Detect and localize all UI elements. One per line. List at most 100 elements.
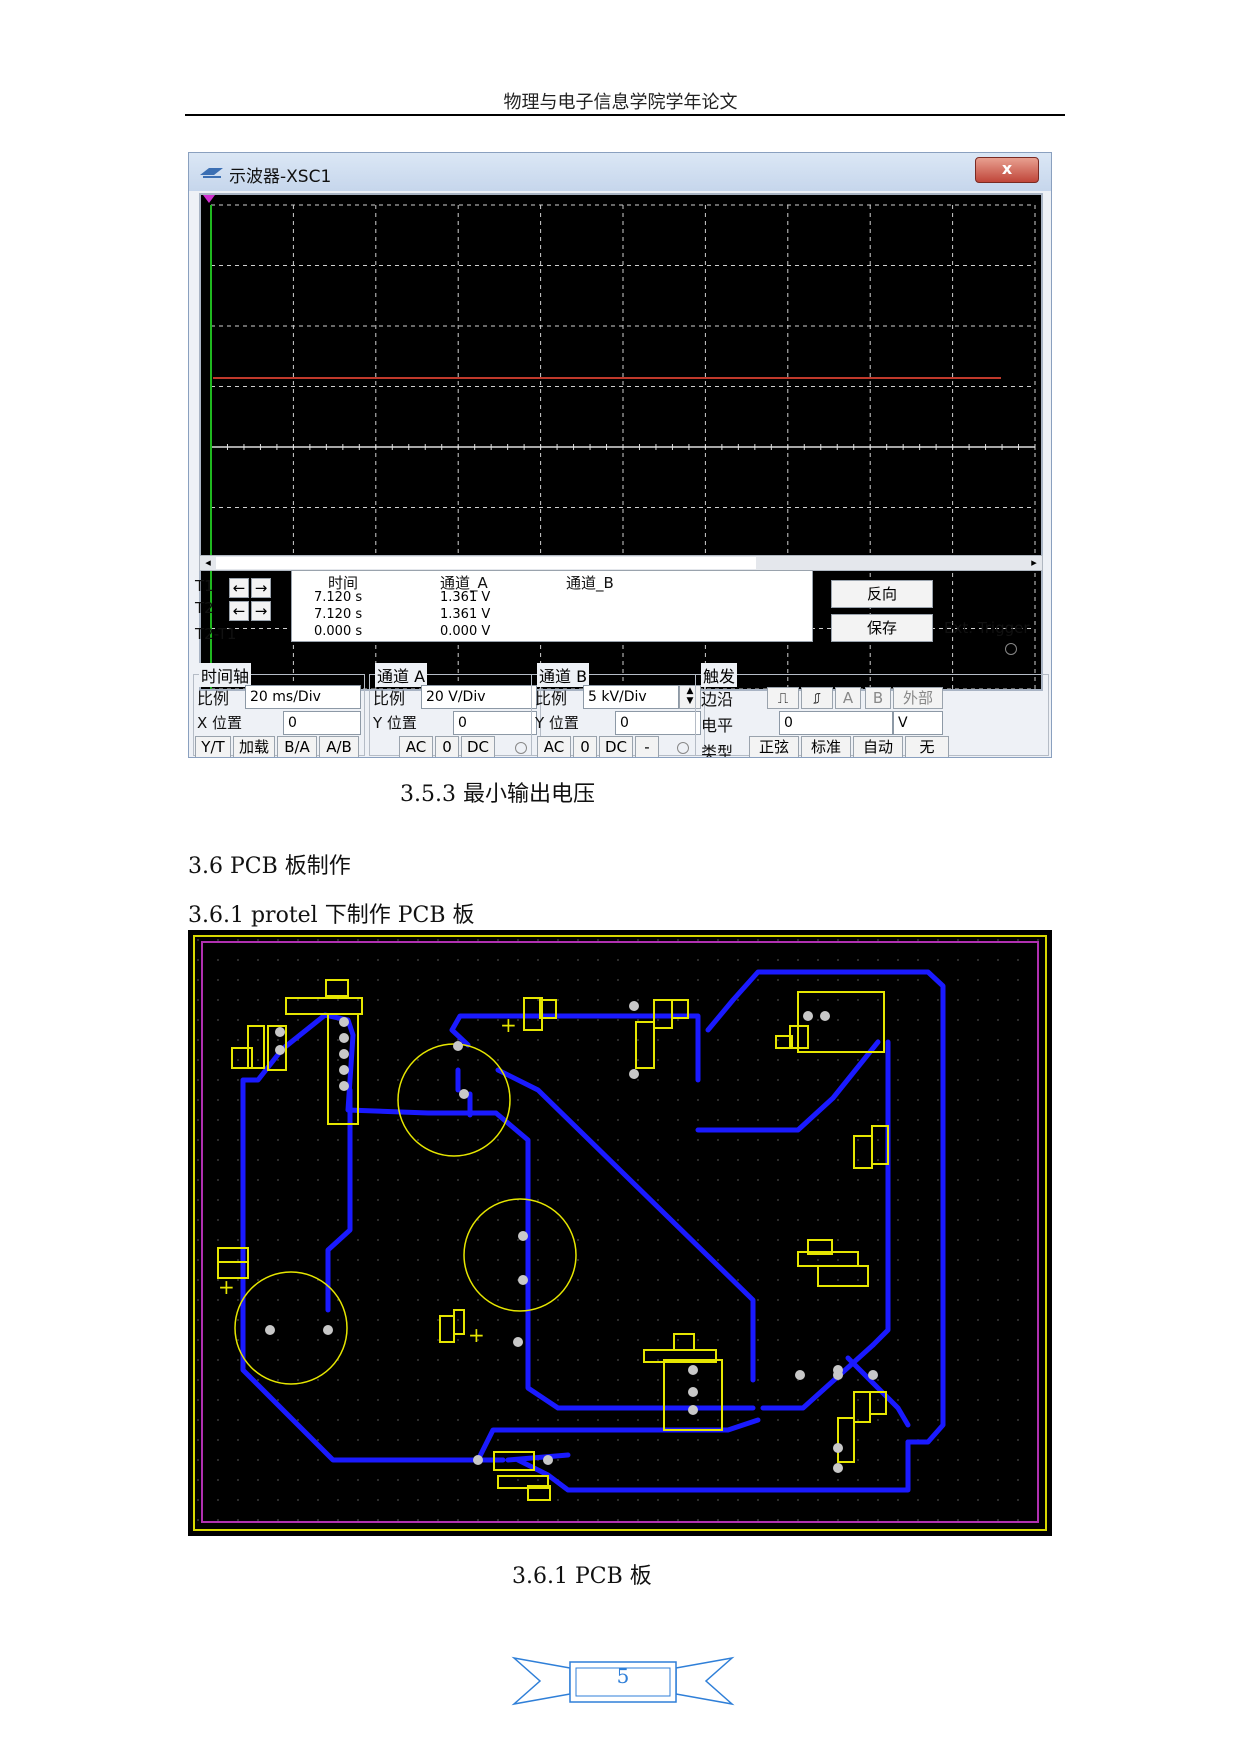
trigger-normal-button[interactable]: 标准 [801, 736, 851, 757]
pcb-pad [820, 1011, 830, 1021]
horizontal-scrollbar[interactable]: ◂ ▸ [199, 555, 1043, 571]
trigger-auto-button[interactable]: 自动 [853, 736, 903, 757]
pcb-pad [688, 1365, 698, 1375]
xpos-field[interactable]: 0 [283, 711, 361, 735]
ba-button[interactable]: B/A [277, 736, 317, 757]
component-silkscreen [217, 979, 889, 1501]
channel-b-scale-field[interactable]: 5 kV/Div [583, 685, 679, 709]
pcb-pad [629, 1001, 639, 1011]
channel-b-minus-button[interactable]: - [635, 736, 659, 757]
t1-right-arrow-icon[interactable]: → [251, 578, 271, 598]
board-outline [201, 941, 1039, 1523]
pcb-pad [833, 1443, 843, 1453]
polarity-plus-1: + [500, 1013, 517, 1037]
channel-b-zero-button[interactable]: 0 [573, 736, 597, 757]
pcb-pad [518, 1275, 528, 1285]
pcb-pad [513, 1337, 523, 1347]
channel-b-ypos-label: Y 位置 [535, 714, 579, 732]
t2-left-arrow-icon[interactable]: ← [229, 601, 249, 621]
board-keepout [193, 935, 1047, 1531]
scroll-thumb[interactable] [216, 557, 756, 569]
trigger-level-unit[interactable]: V [893, 711, 943, 735]
dt-channel-a: 0.000 V [440, 624, 491, 639]
save-button[interactable]: 保存 [831, 614, 933, 642]
pcb-pad [339, 1081, 349, 1091]
ext-trigger-radio[interactable] [1005, 643, 1017, 655]
ab-button[interactable]: A/B [319, 736, 359, 757]
pcb-pad [265, 1325, 275, 1335]
t2-right-arrow-icon[interactable]: → [251, 601, 271, 621]
scope-app-icon [200, 168, 223, 178]
pcb-pad [868, 1370, 878, 1380]
channel-a-scale-field[interactable]: 20 V/Div [421, 685, 537, 709]
channel-b-scale-label: 比例 [535, 689, 568, 708]
polarity-plus-2: + [218, 1275, 235, 1299]
pcb-pad [803, 1011, 813, 1021]
t1-left-arrow-icon[interactable]: ← [229, 578, 249, 598]
pcb-pad [473, 1455, 483, 1465]
channel-b-ypos-field[interactable]: 0 [615, 711, 701, 735]
trigger-title: 触发 [701, 663, 738, 687]
col-channel-a: 通道_A [440, 574, 488, 592]
channel-b-radio[interactable] [677, 742, 689, 754]
channel-b-dc-button[interactable]: DC [599, 736, 633, 757]
close-button[interactable]: x [975, 157, 1039, 183]
falling-edge-icon[interactable]: ⎎ [801, 687, 833, 709]
channel-a-scale-label: 比例 [373, 689, 406, 708]
load-button[interactable]: 加载 [233, 736, 275, 757]
pcb-pad [459, 1089, 469, 1099]
channel-a-title: 通道 A [375, 663, 428, 687]
ext-trigger-label: Ext. Trigger [944, 619, 1030, 637]
scroll-right-icon[interactable]: ▸ [1031, 556, 1037, 569]
subsection-heading: 3.6.1 protel 下制作 PCB 板 [188, 903, 475, 928]
trigger-type-label: 类型 [701, 743, 734, 758]
page-number: 5 [616, 1664, 630, 1688]
page-number-ornament-icon [511, 1656, 735, 1706]
trigger-a-button[interactable]: A [835, 687, 861, 709]
timebase-scale-field[interactable]: 20 ms/Div [245, 685, 361, 709]
trigger-sine-button[interactable]: 正弦 [749, 736, 799, 757]
pcb-pad [339, 1017, 349, 1027]
caption-pcb: 3.6.1 PCB 板 [512, 1564, 652, 1589]
header-rule [185, 114, 1065, 116]
dt-time: 0.000 s [314, 624, 363, 639]
component-pads [265, 1001, 878, 1473]
pcb-pad [339, 1065, 349, 1075]
copper-tracks [240, 969, 946, 1493]
trigger-b-button[interactable]: B [865, 687, 891, 709]
page-header: 物理与电子信息学院学年论文 [503, 92, 738, 113]
reverse-button[interactable]: 反向 [831, 580, 933, 608]
trigger-level-label: 电平 [701, 716, 734, 735]
trigger-ext-button[interactable]: 外部 [893, 687, 943, 709]
pcb-pad [795, 1370, 805, 1380]
channel-b-title: 通道 B [537, 663, 590, 687]
channel-b-ac-button[interactable]: AC [537, 736, 571, 757]
pcb-pad [453, 1041, 463, 1051]
pcb-pad [833, 1365, 843, 1375]
trigger-marker [203, 195, 215, 203]
title-bar [189, 153, 1051, 191]
channel-a-ypos-field[interactable]: 0 [453, 711, 537, 735]
yt-button[interactable]: Y/T [195, 736, 231, 757]
t2-channel-a: 1.361 V [440, 607, 491, 622]
t2t1-label: T2-T1 [195, 625, 237, 643]
window-title: 示波器-XSC1 [229, 167, 332, 187]
t2-time: 7.120 s [314, 607, 363, 622]
pcb-pad [275, 1045, 285, 1055]
col-time: 时间 [328, 574, 359, 592]
rising-edge-icon[interactable]: ⎍ [767, 687, 799, 709]
col-channel-b: 通道_B [566, 574, 614, 592]
pcb-pad [275, 1027, 285, 1037]
pcb-layout-image: + + + [188, 930, 1052, 1536]
scroll-left-icon[interactable]: ◂ [205, 556, 211, 569]
t1-channel-a: 1.361 V [440, 590, 491, 605]
trigger-level-field[interactable]: 0 [779, 711, 893, 735]
channel-a-zero-button[interactable]: 0 [435, 736, 459, 757]
channel-a-ac-button[interactable]: AC [399, 736, 433, 757]
channel-a-radio[interactable] [515, 742, 527, 754]
trigger-none-button[interactable]: 无 [905, 736, 949, 757]
pcb-drawing: + + + [188, 930, 1052, 1536]
pcb-pad [833, 1463, 843, 1473]
polarity-plus-3: + [468, 1323, 485, 1347]
channel-a-dc-button[interactable]: DC [461, 736, 495, 757]
